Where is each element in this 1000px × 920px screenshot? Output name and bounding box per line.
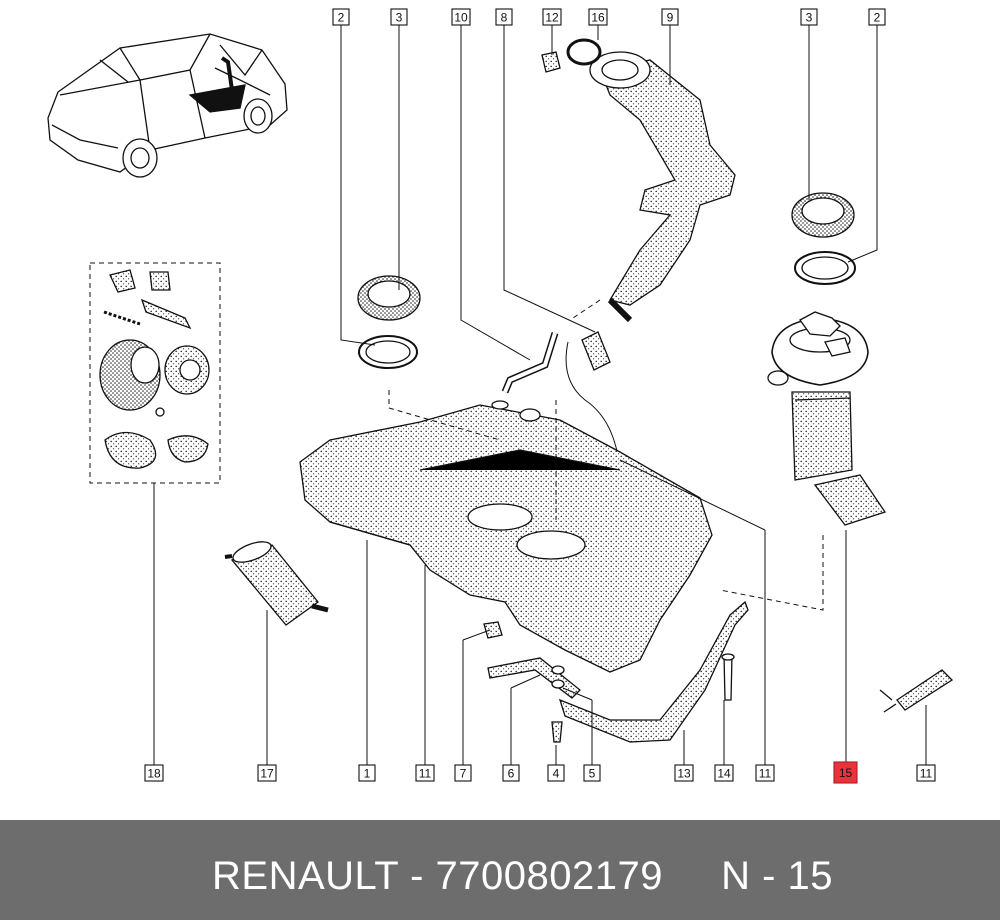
svg-text:18: 18	[147, 767, 161, 781]
callout-12[interactable]: 12	[542, 8, 562, 26]
fuel-pump-sender-15[interactable]	[767, 311, 887, 526]
svg-text:3: 3	[396, 11, 403, 25]
hose-8	[581, 331, 611, 371]
svg-text:5: 5	[589, 767, 596, 781]
callout-2-right[interactable]: 2	[868, 8, 886, 26]
callout-3-right[interactable]: 3	[800, 8, 818, 26]
callout-5[interactable]: 5	[583, 764, 601, 782]
seal-ring-2-right	[794, 251, 856, 285]
callout-16[interactable]: 16	[588, 8, 608, 26]
callout-17[interactable]: 17	[257, 764, 277, 782]
callout-11-b[interactable]: 11	[755, 764, 775, 782]
svg-text:7: 7	[460, 767, 467, 781]
callout-6[interactable]: 6	[502, 764, 520, 782]
svg-text:12: 12	[545, 11, 559, 25]
callout-4[interactable]: 4	[547, 764, 565, 782]
lock-ring-3-right	[791, 192, 855, 238]
svg-text:1: 1	[364, 767, 371, 781]
svg-text:13: 13	[677, 767, 691, 781]
hose-11	[879, 669, 954, 713]
callout-3-left[interactable]: 3	[390, 8, 408, 26]
callout-2-left[interactable]: 2	[332, 8, 350, 26]
fuel-tank-1	[299, 400, 713, 673]
bolt-4	[551, 721, 563, 743]
support-strap-13	[558, 600, 749, 743]
svg-text:16: 16	[591, 11, 605, 25]
callout-7[interactable]: 7	[454, 764, 472, 782]
callout-11-a[interactable]: 11	[415, 764, 435, 782]
callout-15-highlighted[interactable]: 15	[833, 761, 858, 784]
filler-cap-ring-16	[566, 38, 602, 66]
svg-text:2: 2	[874, 11, 881, 25]
filler-neck-9	[589, 51, 736, 323]
kit-18-group-box	[89, 262, 221, 484]
callout-13[interactable]: 13	[674, 764, 694, 782]
svg-text:9: 9	[667, 11, 674, 25]
svg-text:14: 14	[717, 767, 731, 781]
strap-6	[487, 657, 581, 699]
screw-12	[541, 51, 561, 73]
breather-pipe-10	[501, 331, 559, 394]
callout-1[interactable]: 1	[358, 764, 376, 782]
seal-ring-2-left	[358, 335, 418, 369]
svg-text:11: 11	[759, 767, 772, 781]
svg-text:2: 2	[338, 11, 345, 25]
callout-18[interactable]: 18	[144, 764, 164, 782]
part-number-footer: RENAULT - 7700802179 N - 15	[0, 820, 1000, 920]
callout-10[interactable]: 10	[451, 8, 471, 26]
callout-8[interactable]: 8	[495, 8, 513, 26]
svg-text:17: 17	[260, 767, 274, 781]
seal-kit-18	[99, 269, 210, 469]
svg-text:11: 11	[920, 767, 933, 781]
callout-9[interactable]: 9	[661, 8, 679, 26]
leader-lines	[153, 23, 927, 765]
svg-text:10: 10	[454, 11, 468, 25]
svg-text:15: 15	[839, 766, 853, 780]
push-clip-14	[721, 653, 735, 701]
svg-text:4: 4	[553, 767, 560, 781]
fuel-filter-17	[224, 541, 329, 626]
footer-caption: RENAULT - 7700802179 N - 15	[212, 854, 834, 898]
callout-14[interactable]: 14	[714, 764, 734, 782]
svg-text:6: 6	[508, 767, 515, 781]
svg-text:11: 11	[419, 767, 432, 781]
washer-5	[551, 665, 565, 689]
callout-11-c[interactable]: 11	[916, 764, 936, 782]
lock-ring-3-left	[357, 275, 421, 321]
car-locator-illustration	[47, 33, 288, 178]
svg-text:3: 3	[806, 11, 813, 25]
exploded-parts-diagram: 2 3 10 8 12 16 9 3 2 18 17 1 11 7 6 4 5	[47, 8, 954, 784]
svg-text:8: 8	[501, 11, 508, 25]
clip-7	[483, 621, 503, 639]
